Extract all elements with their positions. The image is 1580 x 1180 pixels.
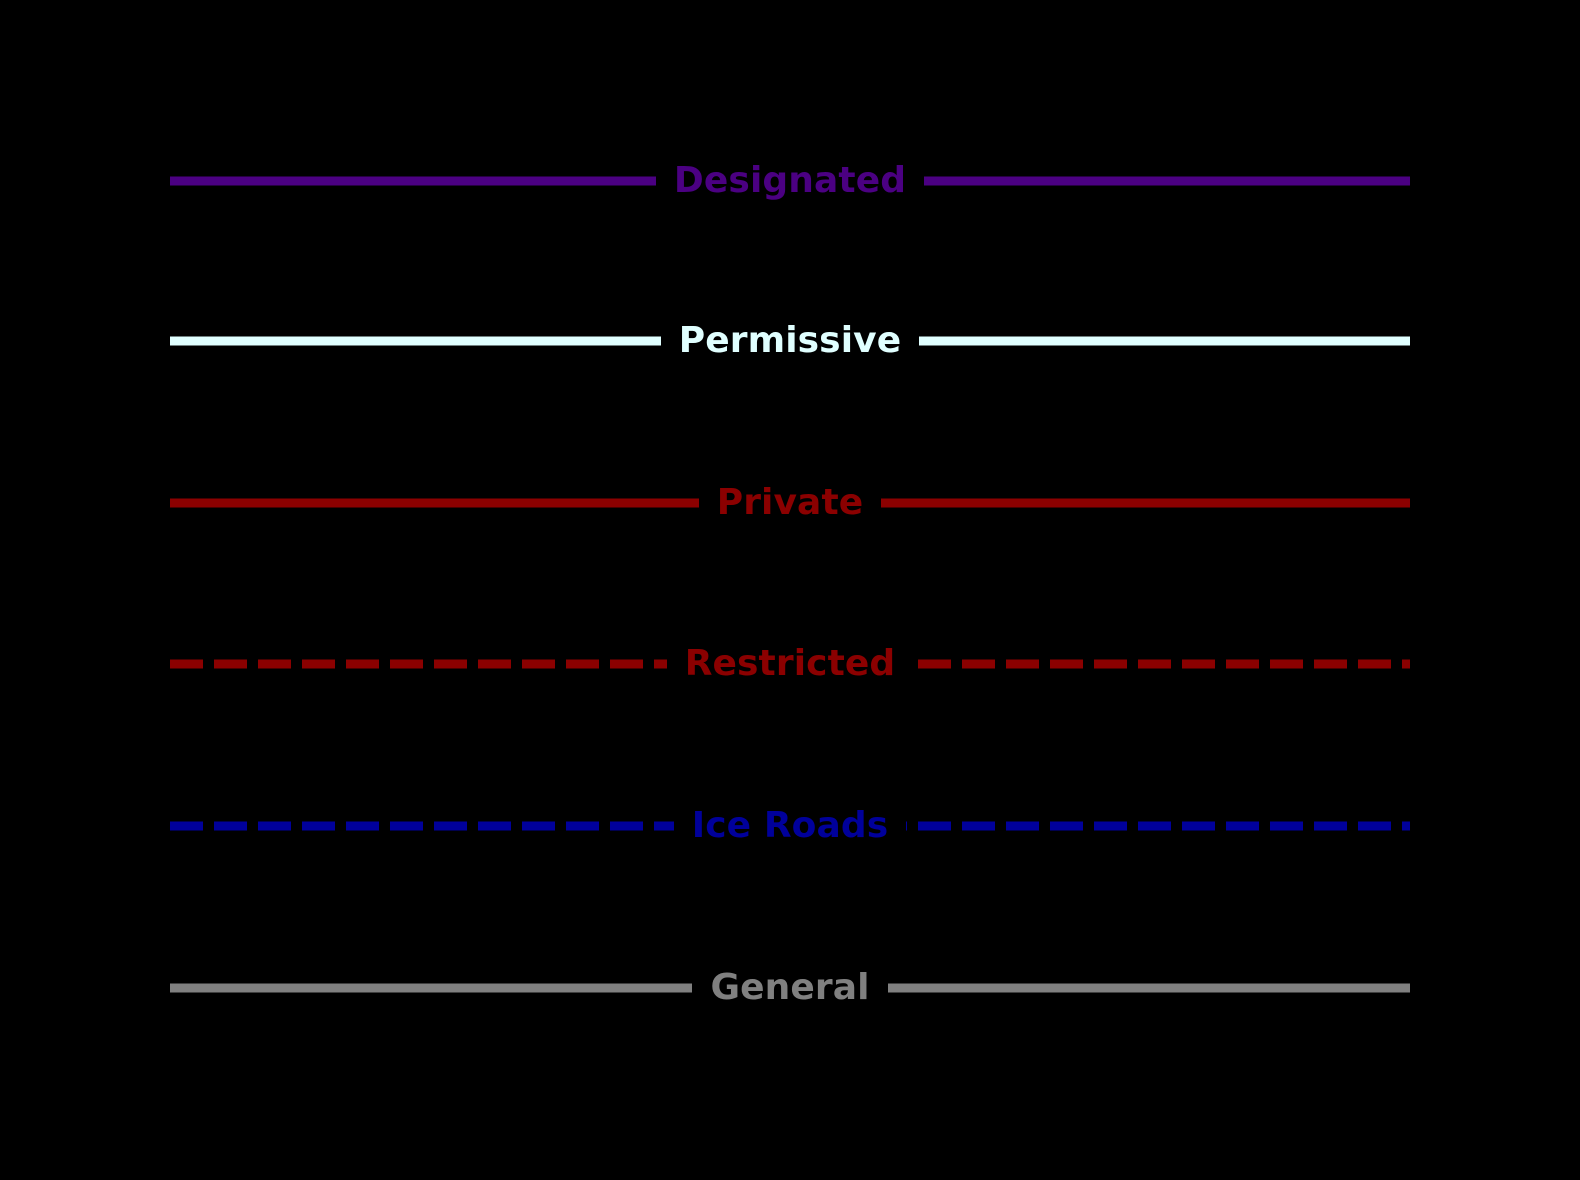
legend-label-designated: Designated <box>655 163 925 199</box>
legend-entry-designated: Designated <box>170 151 1410 211</box>
legend-entry-private: Private <box>170 473 1410 533</box>
legend-label-ice-roads: Ice Roads <box>673 808 907 844</box>
legend-entry-general: General <box>170 958 1410 1018</box>
legend-label-restricted: Restricted <box>666 646 914 682</box>
legend-label-general: General <box>692 970 888 1006</box>
legend-label-permissive: Permissive <box>660 323 920 359</box>
legend-label-private: Private <box>698 485 882 521</box>
legend-entry-ice-roads: Ice Roads <box>170 796 1410 856</box>
legend-entry-permissive: Permissive <box>170 311 1410 371</box>
legend-entry-restricted: Restricted <box>170 634 1410 694</box>
